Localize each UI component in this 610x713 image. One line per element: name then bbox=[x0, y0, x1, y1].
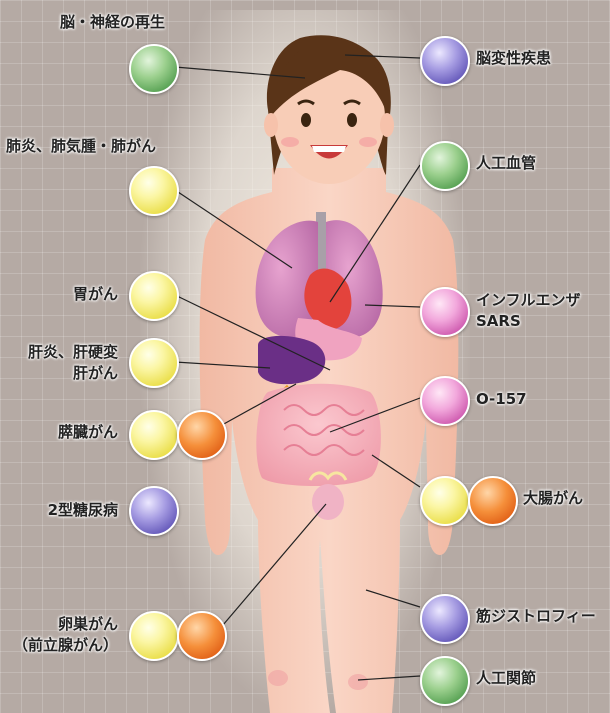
label-brain-nerve: 脳・神経の再生 bbox=[60, 12, 165, 33]
ball-ovary-orange[interactable] bbox=[177, 611, 227, 661]
ball-joint[interactable] bbox=[420, 656, 470, 706]
label-ovary-line2: （前立腺がん） bbox=[0, 635, 118, 656]
label-ovary-line1: 卵巣がん bbox=[0, 614, 118, 635]
label-joint: 人工関節 bbox=[476, 668, 536, 689]
label-brain-disease: 脳変性疾患 bbox=[476, 48, 551, 69]
ball-blood-vessel[interactable] bbox=[420, 141, 470, 191]
label-influenza: インフルエンザ SARS bbox=[476, 290, 581, 332]
ball-colon-yellow[interactable] bbox=[420, 476, 470, 526]
label-colon: 大腸がん bbox=[523, 488, 583, 509]
ball-muscle[interactable] bbox=[420, 594, 470, 644]
knee-left bbox=[268, 670, 288, 686]
label-stomach: 胃がん bbox=[73, 284, 118, 305]
ball-colon-orange[interactable] bbox=[468, 476, 518, 526]
ball-ovary-yellow[interactable] bbox=[129, 611, 179, 661]
ball-o157[interactable] bbox=[420, 376, 470, 426]
label-ovary: 卵巣がん （前立腺がん） bbox=[0, 614, 118, 656]
ball-brain-disease[interactable] bbox=[420, 36, 470, 86]
label-o157: O-157 bbox=[476, 389, 527, 410]
ball-influenza[interactable] bbox=[420, 287, 470, 337]
ball-pancreas-orange[interactable] bbox=[177, 410, 227, 460]
label-liver-line1: 肝炎、肝硬変 bbox=[0, 342, 118, 363]
label-blood-vessel: 人工血管 bbox=[476, 153, 536, 174]
label-diabetes: 2型糖尿病 bbox=[48, 500, 118, 521]
ball-pancreas-yellow[interactable] bbox=[129, 410, 179, 460]
ball-diabetes[interactable] bbox=[129, 486, 179, 536]
knee-right bbox=[348, 674, 368, 690]
ball-lung[interactable] bbox=[129, 166, 179, 216]
label-pancreas: 膵臓がん bbox=[58, 422, 118, 443]
label-lung: 肺炎、肺気腫・肺がん bbox=[6, 136, 156, 157]
label-liver: 肝炎、肝硬変 肝がん bbox=[0, 342, 118, 384]
label-muscle: 筋ジストロフィー bbox=[476, 606, 596, 627]
label-influenza-line2: SARS bbox=[476, 311, 581, 332]
ball-stomach[interactable] bbox=[129, 271, 179, 321]
ball-liver[interactable] bbox=[129, 338, 179, 388]
label-liver-line2: 肝がん bbox=[0, 363, 118, 384]
label-influenza-line1: インフルエンザ bbox=[476, 290, 581, 311]
head bbox=[264, 35, 394, 184]
ball-brain-nerve[interactable] bbox=[129, 44, 179, 94]
